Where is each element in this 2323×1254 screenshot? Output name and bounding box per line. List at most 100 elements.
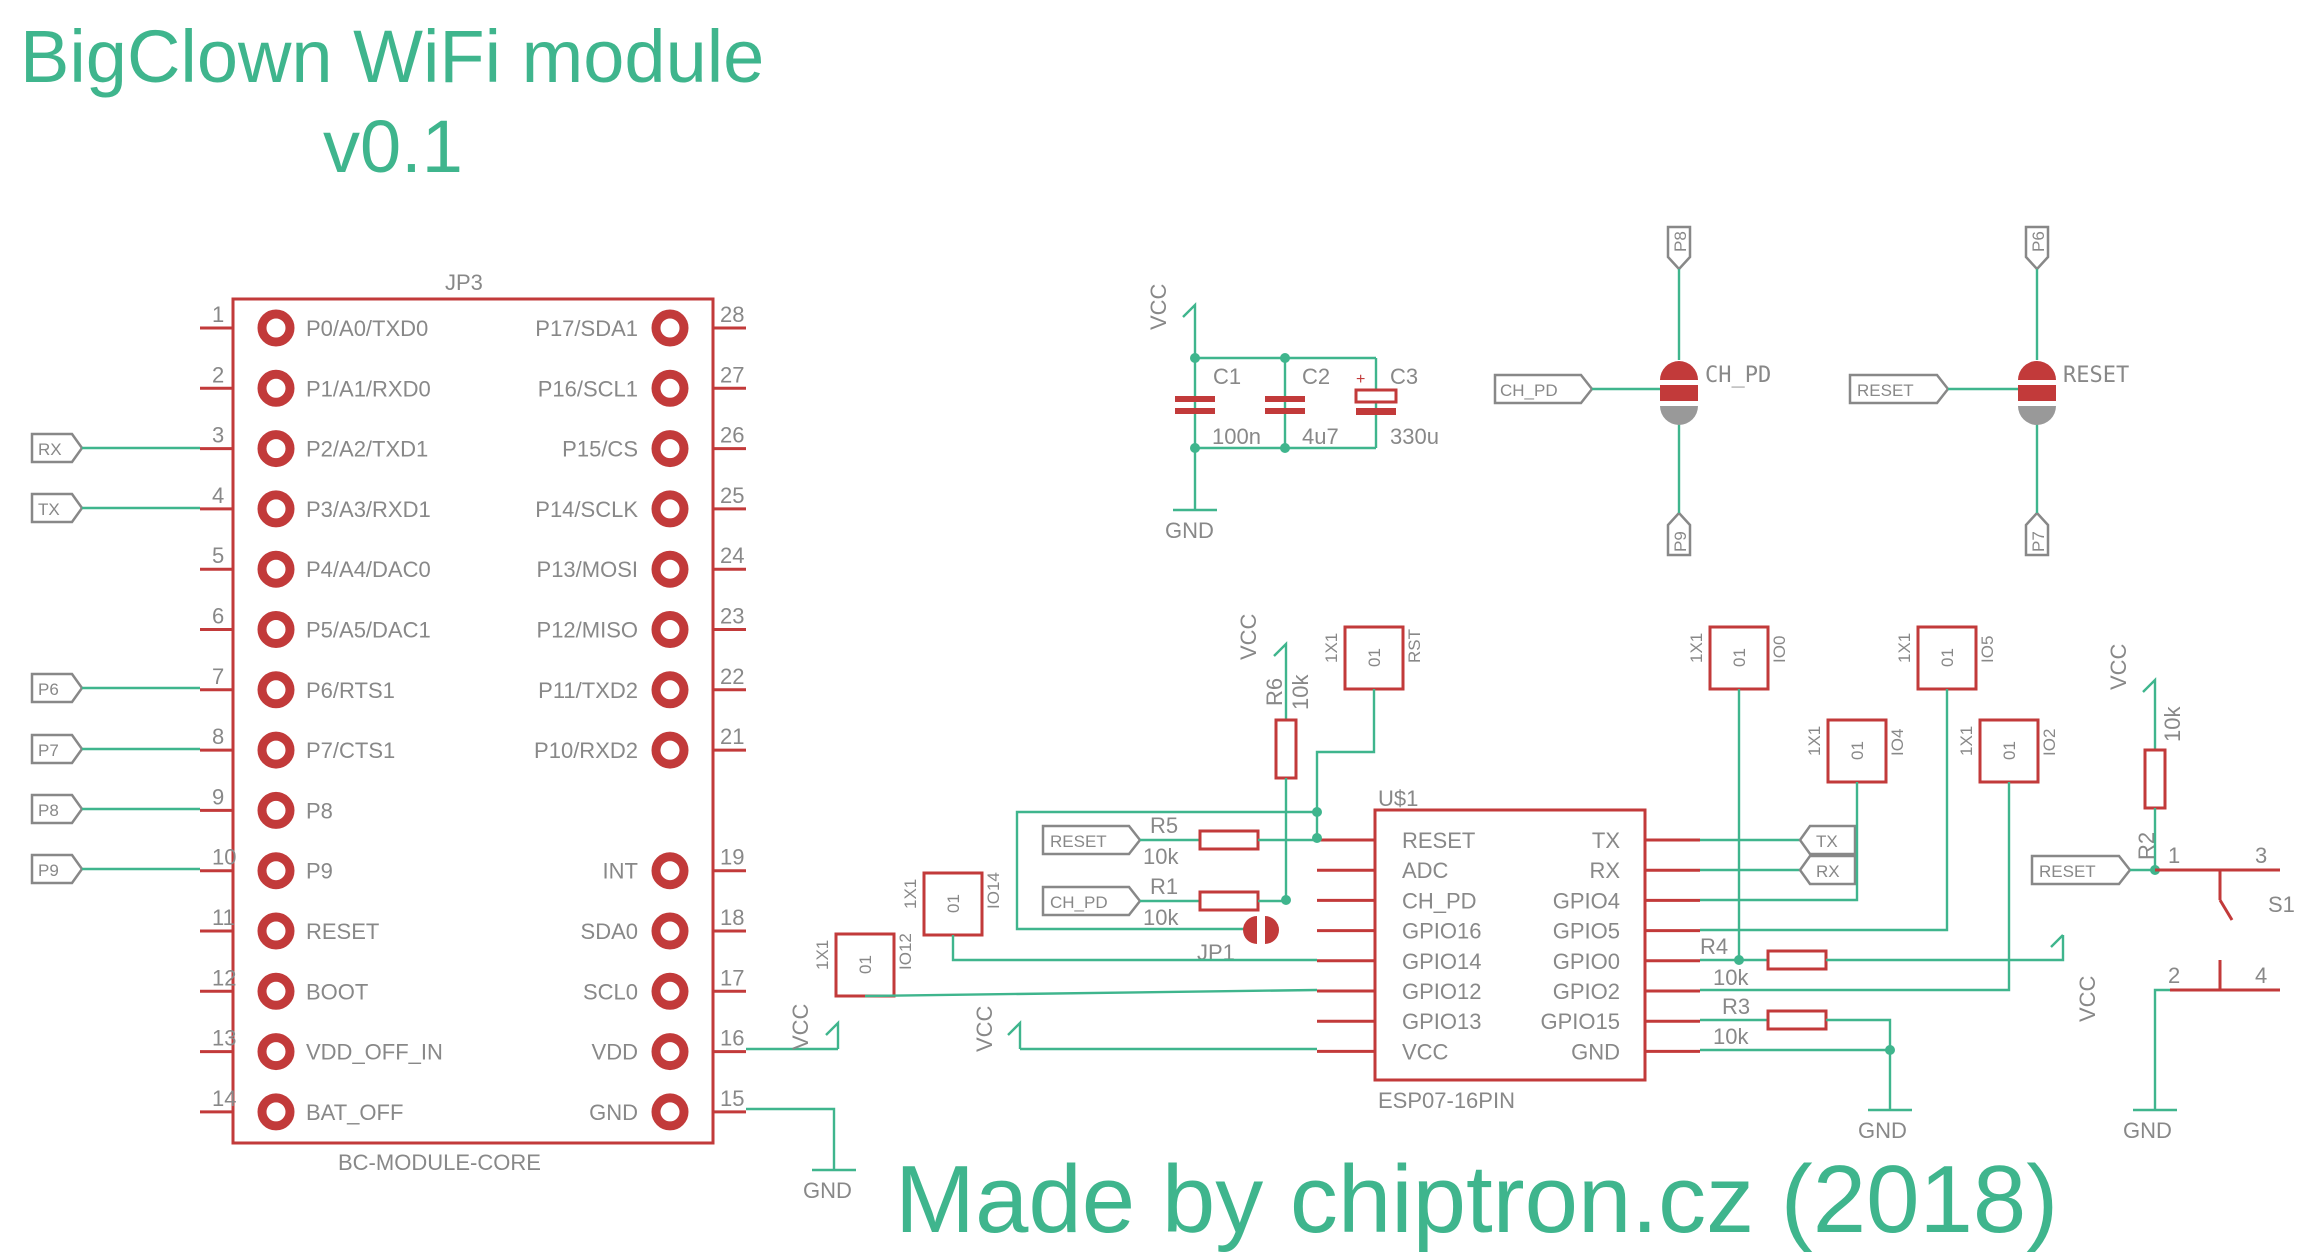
jp3-pad [257,550,295,588]
jp3-pad [257,369,295,407]
esp-pin-label: GPIO12 [1402,979,1481,1004]
s1-lever [2218,899,2234,921]
s1-pin3: 3 [2255,843,2267,868]
testpoint-num: 01 [1730,648,1749,667]
s1-pin1: 1 [2168,843,2180,868]
jp3-pin-number: 16 [720,1026,744,1051]
jp3-pin-number: 13 [212,1026,236,1051]
title-line2: v0.1 [323,105,463,188]
jumper-reset-top-pad [2018,361,2056,380]
title-line1: BigClown WiFi module [20,15,764,98]
jp3-port-nets: RX TX P6 P7 P8 P9 VCC GND [30,432,856,1203]
junction [1190,443,1200,453]
port-p6-top [2024,225,2050,271]
jp3-body [231,297,715,1145]
jp1-pad-left [1243,916,1257,944]
jp3-pad [651,309,689,347]
jumper-chpd: P8 P9 CH_PD CH_PD [1493,225,1771,557]
esp-pin-label: GPIO13 [1402,1009,1481,1034]
testpoint-num: 01 [1938,648,1957,667]
c3-ref: C3 [1390,364,1418,389]
jp3-pin-label: P2/A2/TXD1 [306,437,428,462]
jumper-chpd-bottom-pad [1660,406,1698,425]
jp3-pad [651,912,689,950]
testpoint-pkg: 1X1 [1805,726,1824,756]
jp3-pin-label: P17/SDA1 [535,316,638,341]
port-esp-reset [1041,824,1142,856]
jp3-pin-number: 8 [212,724,224,749]
port-esp-tx [1798,824,1857,856]
r1-ref: R1 [1150,874,1178,899]
esp-nets: VCC VCC R6 10k RESET R5 10k CH_PD R1 10k [834,613,2100,1143]
vcc-label-caps: VCC [1146,283,1171,330]
jp3-pad [651,1033,689,1071]
jp3-pin-number: 3 [212,423,224,448]
junction [1280,353,1290,363]
port-p9-label: P9 [38,861,59,880]
jp3-pad [651,972,689,1010]
port-p7-label: P7 [38,741,59,760]
port-p8 [30,793,84,825]
junction [1885,1045,1895,1055]
jp3-pad [651,671,689,709]
r2-body [2143,748,2167,810]
jp3-pin-label: P3/A3/RXD1 [306,497,431,522]
testpoint-num: 01 [1848,741,1867,760]
jp3-pin-number: 6 [212,604,224,629]
jp3-pin-label: P5/A5/DAC1 [306,618,431,643]
esp-pin-label: TX [1592,828,1620,853]
gnd-label-caps: GND [1165,518,1214,543]
vcc-label-esp: VCC [972,1005,997,1052]
port-chpd-label: CH_PD [1500,381,1558,400]
port-esp-chpd-label: CH_PD [1050,893,1108,912]
jp3-pin-label: P1/A1/RXD0 [306,376,431,401]
r6-ref: R6 [1262,678,1287,706]
r5-body [1198,829,1260,851]
jp3-pin-number: 21 [720,724,744,749]
jp3-part: BC-MODULE-CORE [338,1150,541,1175]
jumper-chpd-mid-pad [1660,385,1698,401]
c1-plate-top [1175,396,1215,402]
r1-value: 10k [1143,905,1179,930]
jp1-pad-right [1265,916,1279,944]
testpoint-pkg: 1X1 [1957,726,1976,756]
jp3-pin-number: 5 [212,543,224,568]
r3-value: 10k [1713,1024,1749,1049]
net-gnd-jp3 [746,1107,836,1170]
c3-plate-top [1354,388,1398,404]
port-s1-reset [2030,854,2132,886]
esp-pin-label: GPIO4 [1553,888,1620,913]
c2-plate-bottom [1265,408,1305,414]
jp3-pad [257,912,295,950]
capacitor-block: VCC + C1 100n C2 4u7 C3 330u GND [1146,283,1439,543]
esp-pin-label: GPIO5 [1553,919,1620,944]
vcc-symbol-caps [1182,302,1197,337]
jp3-pin-number: 19 [720,845,744,870]
vcc-symbol-esp [1007,1020,1022,1049]
jp3-pin-label: P8 [306,798,333,823]
jp3-pin-label: RESET [306,919,379,944]
r3-ref: R3 [1722,994,1750,1019]
port-tx [30,492,84,524]
port-p6-label: P6 [38,680,59,699]
testpoint-label: IO4 [1888,729,1907,756]
port-esp-chpd [1041,885,1142,917]
port-rx-label: RX [38,440,62,459]
esp-pin-label: GND [1571,1039,1620,1064]
port-rx [30,432,84,464]
port-chpd [1493,373,1594,405]
jp3-pin-number: 28 [720,302,744,327]
svg-text:+: + [1356,371,1365,388]
r3-body [1766,1009,1828,1031]
port-p7 [30,733,84,765]
jumper-reset-bottom-pad [2018,406,2056,425]
esp-body [1373,808,1647,1082]
jp3-pad [257,791,295,829]
testpoint-pkg: 1X1 [1322,633,1341,663]
jp3-pin-label: BOOT [306,979,368,1004]
port-p9 [30,853,84,885]
jp3-pin-number: 22 [720,664,744,689]
r4-value: 10k [1713,965,1749,990]
jp3-pin-number: 11 [212,905,235,930]
